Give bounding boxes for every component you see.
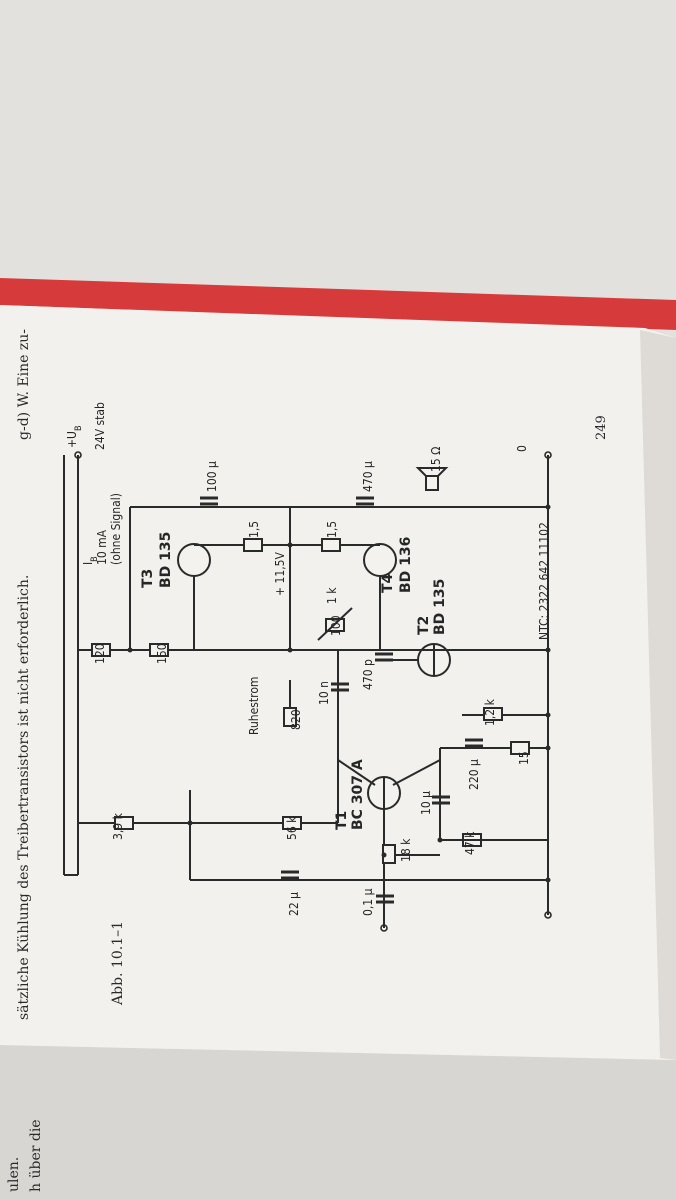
label-820: 820	[289, 709, 303, 730]
voltage-mark: + 11,5V	[273, 551, 287, 596]
label-c-10n: 10 n	[317, 681, 331, 705]
left-page-fragment-1: ulen.	[6, 1157, 22, 1192]
resistor-3k9	[114, 816, 134, 830]
input-ground-terminal	[544, 911, 552, 919]
resistor-15	[510, 741, 530, 755]
resistor-1-5b	[321, 538, 341, 552]
t2-ref: T2	[416, 616, 432, 635]
part-number: NTC: 2322 642 11102	[537, 522, 551, 640]
t3-type: BD 135	[158, 532, 174, 588]
transistor-t4	[363, 543, 397, 577]
ground-label: 0	[515, 445, 529, 452]
page-number: 249	[594, 415, 609, 440]
label-speaker: 15 Ω	[429, 447, 443, 472]
book-cover-edge	[0, 278, 676, 330]
current-note: (ohne Signal)	[109, 493, 123, 565]
resistor-1-5a	[243, 538, 263, 552]
t4-type: BD 136	[398, 537, 414, 593]
label-1k: 1 k	[325, 587, 339, 604]
left-page-fragment-2: h über die	[28, 1119, 44, 1192]
label-56k: 56 k	[285, 816, 299, 840]
current-label: IB	[81, 556, 100, 565]
label-c-22: 22 µ	[287, 892, 301, 916]
page-header-right-fragment: g-d) W. Eine zu-	[16, 329, 32, 440]
label-c-470: 470 µ	[361, 461, 375, 492]
circuit-schematic	[63, 451, 552, 932]
figure-caption: Abb. 10.1–1	[110, 921, 126, 1006]
t4-ref: T4	[380, 573, 396, 593]
label-c-100: 100 µ	[205, 461, 219, 492]
resistor-1k2	[483, 707, 503, 721]
schematic-labels: +UB 24V stab IB 10 mA (ohne Signal) 0 3,…	[65, 402, 551, 916]
label-120: 120	[93, 643, 107, 664]
label-c-0-1: 0,1 µ	[361, 888, 375, 916]
transistor-t3	[177, 543, 211, 577]
label-c-220: 220 µ	[467, 759, 481, 790]
resistor-120	[91, 643, 111, 657]
speaker-icon	[425, 475, 439, 491]
resistor-56k	[282, 816, 302, 830]
label-1k2: 1,2 k	[483, 698, 497, 726]
label-15: 15	[517, 751, 531, 765]
label-1-5a: 1,5	[247, 521, 261, 538]
t1-type: BC 307 A	[350, 759, 366, 830]
label-c-470p: 470 p	[361, 659, 375, 690]
label-3k9: 3,9 k	[111, 812, 125, 840]
label-150: 150	[155, 643, 169, 664]
t3-ref: T3	[140, 569, 156, 588]
resistor-820	[283, 707, 297, 727]
label-1-5b: 1,5	[325, 521, 339, 538]
label-100: 100	[329, 615, 343, 636]
resistor-150	[149, 643, 169, 657]
current-value: 10 mA	[95, 529, 109, 565]
t2-type: BD 135	[432, 579, 448, 635]
supply-voltage: 24V stab	[93, 402, 107, 450]
ground-terminal	[544, 451, 552, 459]
page-header-text: sätzliche Kühlung des Treibertransistors…	[16, 575, 32, 1020]
label-c-10: 10 µ	[419, 791, 433, 815]
t1-ref: T1	[334, 811, 350, 830]
input-terminal	[380, 924, 388, 932]
supply-terminal	[74, 451, 82, 459]
label-18k: 18 k	[399, 838, 413, 862]
supply-label: +UB	[65, 425, 84, 448]
label-47k: 47 k	[463, 831, 477, 855]
ruhestrom-label: Ruhestrom	[247, 677, 261, 735]
left-page	[0, 1045, 676, 1200]
